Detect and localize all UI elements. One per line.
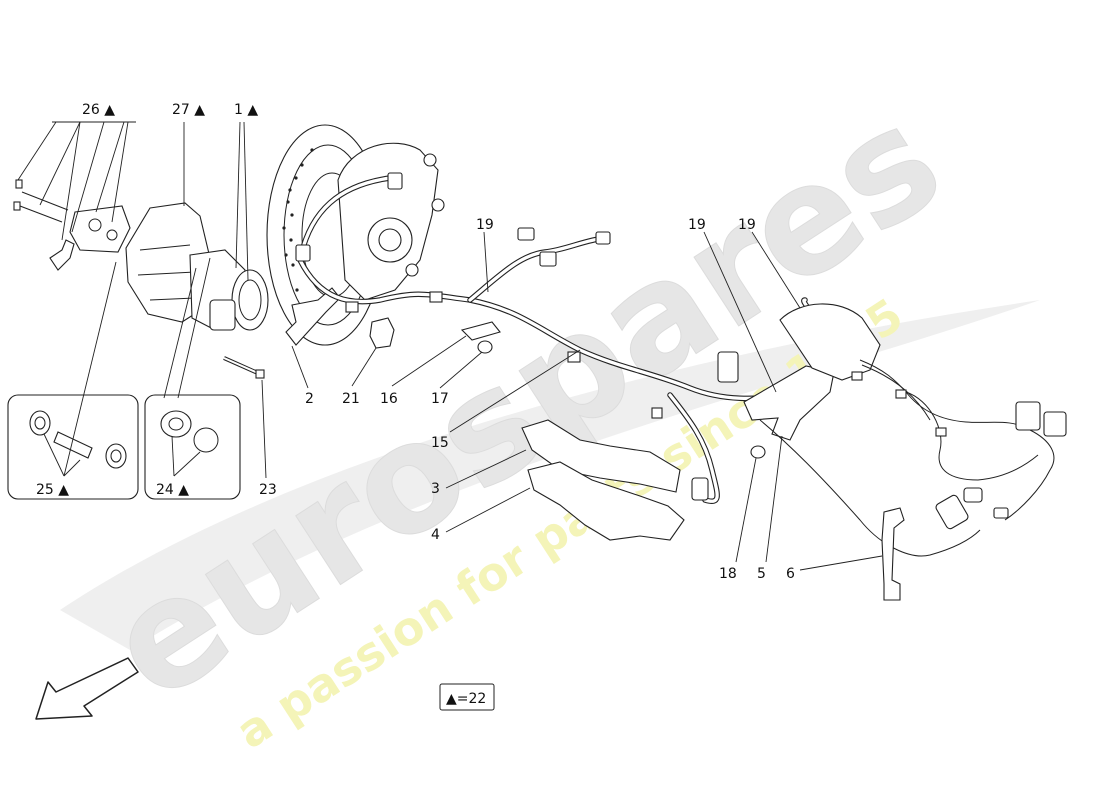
heat-shield-4 xyxy=(527,461,685,541)
callout-24: 24 ▲ xyxy=(156,482,189,498)
callout-25: 25 ▲ xyxy=(36,482,69,498)
callout-18: 18 xyxy=(719,566,737,582)
bolt-23 xyxy=(223,356,265,379)
legend-note-text: ▲=22 xyxy=(446,691,486,707)
wiring-harness-15 xyxy=(295,172,827,504)
brake-caliper-assembly xyxy=(13,179,269,331)
callout-17: 17 xyxy=(431,391,449,407)
brake-disc xyxy=(266,124,445,346)
watermark-swoosh xyxy=(60,300,1040,650)
callout-26: 26 ▲ xyxy=(82,102,115,118)
callout-3: 3 xyxy=(431,481,440,497)
callout-16: 16 xyxy=(380,391,398,407)
callout-labels: 26 ▲ 27 ▲ 1 ▲ 2 21 16 17 19 15 19 19 3 4… xyxy=(36,102,795,582)
nut-17 xyxy=(477,340,493,354)
callout-19-middle: 19 xyxy=(688,217,706,233)
callout-23: 23 xyxy=(259,482,277,498)
connector-21 xyxy=(369,317,395,349)
nut-18 xyxy=(750,445,766,459)
bracket-6 xyxy=(881,507,905,601)
callout-27: 27 ▲ xyxy=(172,102,205,118)
callout-4: 4 xyxy=(431,527,440,543)
clip-16 xyxy=(460,321,501,341)
callout-2: 2 xyxy=(305,391,314,407)
direction-arrow-icon xyxy=(35,657,139,720)
callout-19-left: 19 xyxy=(476,217,494,233)
legend-note: ▲=22 xyxy=(439,683,495,711)
callout-21: 21 xyxy=(342,391,360,407)
callout-15: 15 xyxy=(431,435,449,451)
inset-box-24 xyxy=(144,394,241,500)
callout-1: 1 ▲ xyxy=(234,102,258,118)
leader-lines xyxy=(17,121,883,571)
callout-5: 5 xyxy=(757,566,766,582)
wiring-harness-19 xyxy=(759,303,1067,557)
callout-6: 6 xyxy=(786,566,795,582)
callout-19-right: 19 xyxy=(738,217,756,233)
inset-box-25 xyxy=(7,394,139,500)
